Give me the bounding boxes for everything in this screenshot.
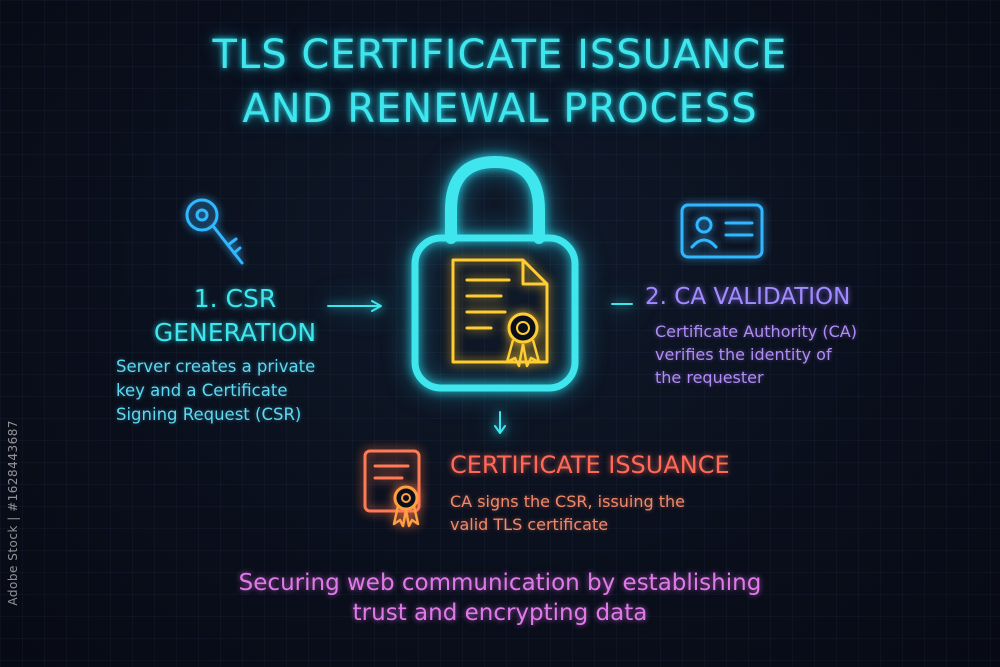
step-1-title-line-2: GENERATION — [153, 318, 317, 347]
key-icon — [185, 198, 244, 265]
step-1-desc-line-2: key and a Certificate — [116, 381, 288, 400]
step-2-title: 2. CA VALIDATION — [645, 284, 851, 310]
step-2-desc-line-3: the requester — [655, 368, 764, 387]
footer-line-2: trust and encrypting data — [352, 600, 648, 626]
step-1-title: 1. CSR GENERATION — [130, 282, 340, 350]
step-3-desc-line-2: valid TLS certificate — [450, 515, 609, 534]
watermark-text: Adobe Stock | #1628443687 — [6, 420, 20, 606]
step-3-title: CERTIFICATE ISSUANCE — [450, 451, 730, 479]
certificate-icon — [363, 449, 421, 528]
step-1-desc-line-1: Server creates a private — [116, 357, 316, 376]
step-3-description: CA signs the CSR, issuing the valid TLS … — [450, 490, 750, 536]
footer-line-1: Securing web communication by establishi… — [238, 570, 762, 596]
certificate-document-icon — [451, 258, 549, 368]
step-2-description: Certificate Authority (CA) verifies the … — [655, 320, 915, 389]
step-2-desc-line-2: verifies the identity of — [655, 345, 832, 364]
padlock-certificate-icon — [411, 155, 579, 392]
page-title: TLS CERTIFICATE ISSUANCE AND RENEWAL PRO… — [0, 28, 1000, 136]
arrow-down-icon — [494, 411, 506, 434]
step-1-desc-line-3: Signing Request (CSR) — [116, 405, 302, 424]
arrow-right-icon — [327, 300, 382, 312]
title-line-2: AND RENEWAL PROCESS — [242, 86, 758, 132]
step-1-title-line-1: 1. CSR — [193, 284, 277, 313]
step-2-desc-line-1: Certificate Authority (CA) — [655, 322, 857, 341]
step-1-description: Server creates a private key and a Certi… — [116, 355, 356, 427]
id-card-icon — [680, 203, 764, 259]
step-3-desc-line-1: CA signs the CSR, issuing the — [450, 492, 686, 511]
title-line-1: TLS CERTIFICATE ISSUANCE — [212, 32, 788, 78]
footer-tagline: Securing web communication by establishi… — [0, 568, 1000, 628]
connector-dash — [611, 303, 633, 305]
